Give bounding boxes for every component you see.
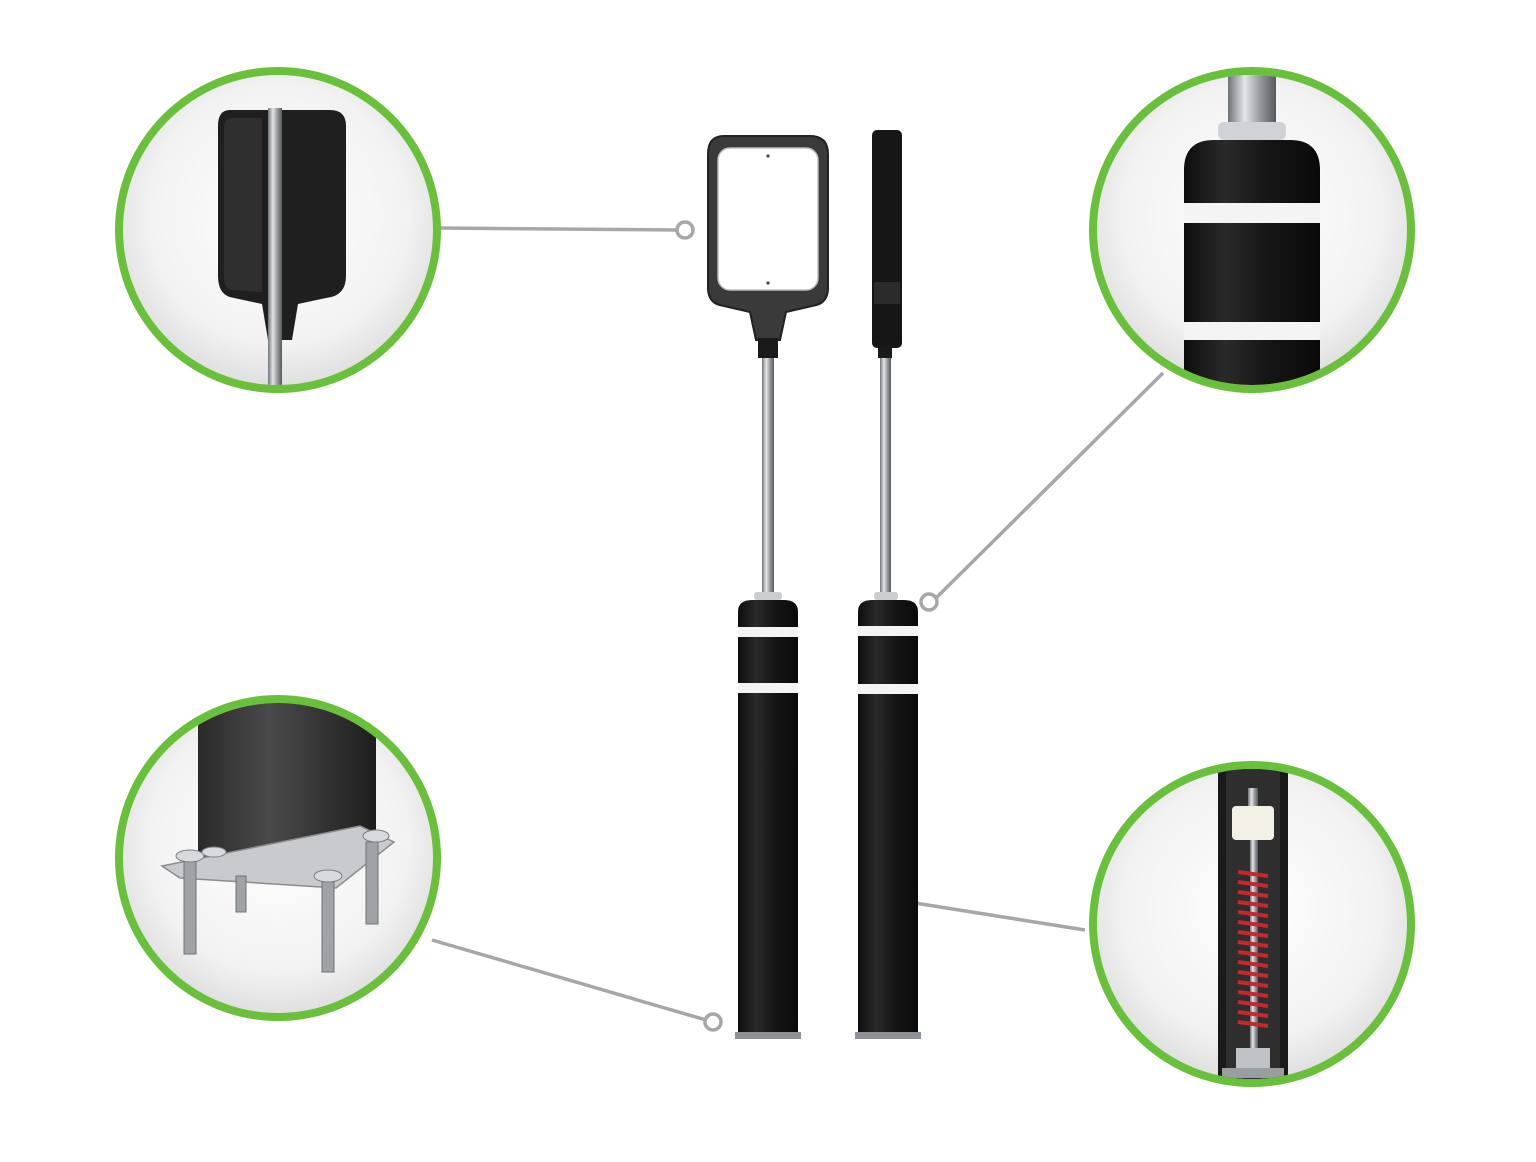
sign-rivet-bottom — [766, 281, 770, 285]
side-reflective-band-lower — [858, 684, 918, 694]
stem-collar-nut — [754, 592, 782, 600]
leader-line-spring — [895, 898, 1086, 932]
sign-edge-bracket — [874, 282, 900, 304]
leader-line-collar — [932, 371, 1165, 602]
callout-sign-panel — [115, 67, 441, 393]
collar-closeup-icon — [1184, 75, 1320, 385]
side-steel-stem — [880, 358, 891, 596]
reflective-band-upper — [738, 627, 798, 637]
leader-line-sign — [439, 226, 679, 232]
side-base-plate — [855, 1032, 921, 1039]
front-view — [707, 135, 829, 1039]
steel-stem — [762, 358, 774, 598]
side-post-body — [858, 600, 918, 1032]
post-body — [738, 600, 798, 1032]
sign-panel-face — [717, 147, 819, 291]
side-sign-mount — [878, 346, 892, 358]
reflective-band-lower — [738, 683, 798, 693]
side-view — [855, 130, 921, 1039]
leader-line-base — [431, 938, 707, 1022]
leader-dot-base — [703, 1012, 723, 1032]
sign-panel-edge — [872, 130, 902, 348]
callout-base-plate — [115, 695, 441, 1021]
leader-lines — [431, 226, 1165, 1022]
leader-dot-sign — [675, 220, 695, 240]
base-plate — [735, 1032, 801, 1039]
callout-reflective-collar — [1089, 67, 1415, 393]
sign-rivet-top — [766, 154, 770, 158]
sign-panel-closeup-icon — [218, 108, 346, 385]
callout-internal-spring — [1089, 761, 1415, 1087]
spring-cutaway-closeup-icon — [1218, 769, 1288, 1079]
anchor-bolts-closeup-icon — [160, 703, 396, 973]
side-reflective-band-upper — [858, 626, 918, 636]
sign-bracket — [758, 338, 778, 358]
leader-dot-collar — [919, 592, 939, 612]
side-stem-collar-nut — [874, 592, 898, 600]
